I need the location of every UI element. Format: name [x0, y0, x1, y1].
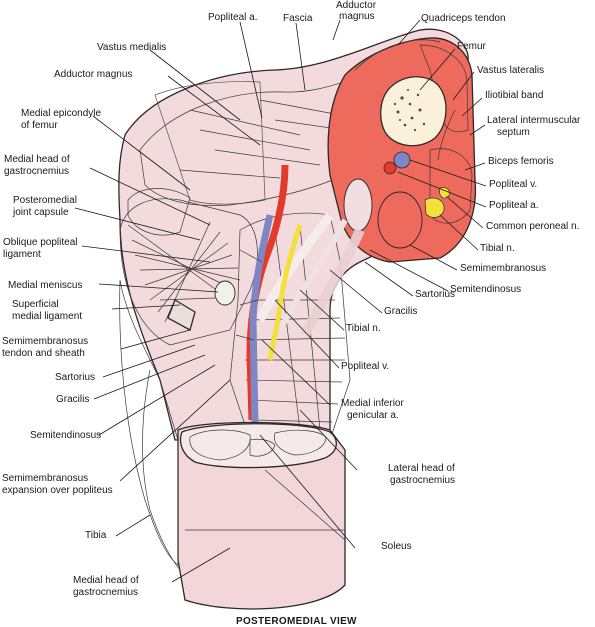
label-lateral-intermuscular-1: Lateral intermuscular [487, 115, 581, 126]
semitendinosus-section [343, 178, 373, 232]
label-medial-head-gastrocnemius-top-1: Medial head of [4, 154, 70, 165]
label-adductor-magnus-left: Adductor magnus [54, 69, 132, 80]
label-semitendinosus-right: Semitendinosus [450, 284, 521, 295]
label-posteromedial-capsule-1: Posteromedial [13, 195, 77, 206]
leader-lines [74, 19, 487, 583]
label-adductor-magnus-top-1: Adductor [336, 0, 377, 11]
label-lateral-intermuscular-2: septum [497, 127, 530, 138]
label-oblique-popliteal-1: Oblique popliteal [3, 237, 78, 248]
lateral-septum-line [437, 109, 456, 161]
femur-bone [380, 76, 447, 147]
lower-leg-lines [185, 469, 346, 541]
label-medial-inferior-genicular-1: Medial inferior [341, 398, 404, 409]
label-medial-head-gastrocnemius-bottom-1: Medial head of [73, 575, 139, 586]
lateral-gastrocnemius-cut [274, 429, 327, 456]
label-lateral-head-gastrocnemius-1: Lateral head of [388, 463, 455, 474]
label-soleus: Soleus [381, 541, 412, 552]
label-biceps-femoris: Biceps femoris [488, 156, 554, 167]
label-popliteal-artery-right: Popliteal a. [489, 200, 538, 211]
label-vastus-lateralis: Vastus lateralis [477, 65, 544, 76]
semimembranosus-section [377, 191, 423, 249]
semimembranosus-tendon [159, 297, 216, 301]
label-quadriceps-tendon: Quadriceps tendon [421, 13, 506, 24]
label-semimembranosus-expansion-2: expansion over popliteus [2, 485, 113, 496]
label-tibial-nerve-mid: Tibial n. [346, 323, 381, 334]
adductor-magnus-band [154, 81, 266, 205]
label-sartorius-mid: Sartorius [415, 289, 455, 300]
label-popliteal-vein-right: Popliteal v. [489, 179, 537, 190]
popliteal-vein [249, 214, 274, 426]
label-semimembranosus-right: Semimembranosus [460, 263, 546, 274]
label-lateral-head-gastrocnemius-2: gastrocnemius [390, 475, 455, 486]
label-superficial-medial-2: medial ligament [12, 311, 82, 322]
tibial-nerve-section [424, 197, 445, 218]
medial-meniscus [214, 280, 236, 306]
soleus-cut [249, 438, 276, 457]
figure-caption: POSTEROMEDIAL VIEW [236, 616, 357, 627]
label-popliteal-vein-mid: Popliteal v. [341, 361, 389, 372]
medial-epicondyle-bone [127, 188, 191, 236]
label-tibial-nerve-right: Tibial n. [480, 243, 515, 254]
common-peroneal-section [439, 187, 450, 199]
label-fascia: Fascia [283, 13, 313, 24]
lower-leg [177, 421, 346, 610]
label-common-peroneal: Common peroneal n. [486, 221, 579, 232]
label-semitendinosus-left: Semitendinosus [30, 430, 101, 441]
label-medial-head-gastrocnemius-top-2: gastrocnemius [4, 166, 69, 177]
label-vastus-medialis: Vastus medialis [97, 42, 166, 53]
label-gracilis-left: Gracilis [56, 394, 89, 405]
label-medial-epicondyle-2: of femur [21, 120, 58, 131]
label-adductor-magnus-top-2: magnus [339, 11, 375, 22]
labels: Popliteal a. Fascia Adductor magnus Quad… [2, 0, 581, 627]
biceps-femoris-section [429, 148, 473, 224]
quadriceps-tendon-rim [354, 39, 441, 71]
fossa-striations [245, 224, 346, 431]
label-medial-head-gastrocnemius-bottom-2: gastrocnemius [73, 587, 138, 598]
popliteal-vein-section [393, 151, 411, 169]
label-femur: Femur [457, 41, 487, 52]
tibia-edge [142, 369, 181, 571]
label-gracilis-mid: Gracilis [384, 306, 417, 317]
label-tibia: Tibia [85, 530, 107, 541]
label-popliteal-artery-top: Popliteal a. [208, 12, 257, 23]
femur-marrow [393, 89, 426, 132]
tibial-nerve [267, 224, 303, 361]
medial-gastrocnemius-cut [189, 429, 251, 461]
label-iliotibial-band: Iliotibial band [485, 90, 543, 101]
sartorius-strap [300, 228, 365, 338]
gracilis-tendon [277, 218, 348, 332]
semitendinosus-tendon [255, 212, 334, 323]
label-medial-meniscus: Medial meniscus [8, 280, 82, 291]
artery-genicular-branches [235, 249, 263, 341]
label-superficial-medial-1: Superficial [12, 299, 59, 310]
label-oblique-popliteal-2: ligament [3, 249, 41, 260]
label-semimembranosus-sheath-1: Semimembranosus [2, 336, 88, 347]
label-posteromedial-capsule-2: joint capsule [12, 207, 69, 218]
label-semimembranosus-sheath-2: tendon and sheath [2, 348, 85, 359]
label-medial-inferior-genicular-2: genicular a. [347, 410, 399, 421]
label-semimembranosus-expansion-1: Semimembranosus [2, 473, 88, 484]
lower-leg-cross-section [179, 423, 337, 469]
label-medial-epicondyle-1: Medial epicondyle [21, 108, 101, 119]
popliteal-artery-section [383, 161, 397, 175]
muscle-striations-upper [179, 99, 346, 179]
label-sartorius-left: Sartorius [55, 372, 95, 383]
